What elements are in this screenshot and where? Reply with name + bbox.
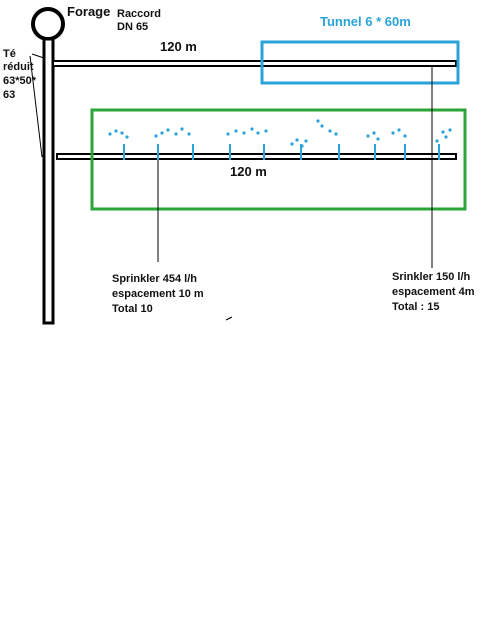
sprinkler-spray-dot [448, 128, 452, 132]
tee-label-line3: 63*50* [3, 75, 37, 87]
sprinkler-spray-dot [160, 131, 164, 135]
right-note-line2: espacement 4m [392, 286, 475, 298]
sprinkler-spray-dot [441, 130, 445, 134]
sprinkler-spray-dot [295, 138, 299, 142]
sprinkler-spray-dot [264, 129, 268, 133]
sprinklers-group [108, 119, 452, 160]
well-label: Forage [67, 4, 111, 19]
sprinkler-spray-dot [376, 137, 380, 141]
bottom-horizontal-pipe [56, 153, 457, 160]
right-note-line1: Srinkler 150 l/h [392, 271, 471, 283]
bottom-pipe-length: 120 m [230, 164, 267, 179]
top-pipe-length: 120 m [160, 39, 197, 54]
sprinkler-spray-dot [372, 131, 376, 135]
fitting-label-line1: Raccord [117, 8, 162, 20]
top-horizontal-pipe [52, 60, 457, 67]
tee-leader-line [29, 55, 43, 158]
sprinkler-spray-dot [174, 132, 178, 136]
fitting-label-line2: DN 65 [117, 21, 149, 33]
sprinkler-spray-dot [226, 132, 230, 136]
sprinkler-spray-dot [125, 135, 129, 139]
sprinkler-spray-dot [435, 139, 439, 143]
left-note-line1: Sprinkler 454 l/h [112, 273, 197, 285]
sprinkler-spray-dot [391, 131, 395, 135]
tee-label-line4: 63 [3, 89, 16, 101]
sprinkler-spray-dot [397, 128, 401, 132]
sprinkler-spray-dot [242, 131, 246, 135]
stray-mark [225, 316, 233, 321]
sprinkler-spray-dot [290, 142, 294, 146]
main-vertical-pipe [42, 37, 55, 325]
sprinkler-spray-dot [304, 139, 308, 143]
sprinkler-spray-dot [250, 127, 254, 131]
tee-tick [31, 53, 45, 59]
field-box [90, 108, 467, 211]
sprinkler-spray-dot [108, 132, 112, 136]
well-circle [31, 7, 65, 41]
tee-label-line2: réduit [3, 61, 34, 73]
sprinkler-spray-dot [366, 134, 370, 138]
sprinkler-spray-dot [154, 134, 158, 138]
sprinkler-spray-dot [256, 131, 260, 135]
sprinkler-spray-dot [234, 129, 238, 133]
left-note-line3: Total 10 [112, 303, 153, 315]
sprinkler-spray-dot [300, 144, 304, 148]
tunnel-box [260, 40, 460, 85]
sprinkler-spray-dot [334, 132, 338, 136]
sprinkler-spray-dot [187, 132, 191, 136]
tee-label-line1: Té [3, 48, 16, 60]
left-note-line2: espacement 10 m [112, 288, 204, 300]
right-note-line3: Total : 15 [392, 301, 440, 313]
tunnel-label: Tunnel 6 * 60m [320, 14, 411, 29]
sprinkler-spray-dot [328, 129, 332, 133]
sprinkler-spray-dot [316, 119, 320, 123]
sprinkler-spray-dot [180, 127, 184, 131]
sprinkler-spray-dot [166, 128, 170, 132]
sprinkler-spray-dot [114, 129, 118, 133]
sprinkler-spray-dot [320, 124, 324, 128]
sprinkler-spray-dot [444, 135, 448, 139]
sprinkler-spray-dot [120, 131, 124, 135]
sprinkler-spray-dot [403, 134, 407, 138]
